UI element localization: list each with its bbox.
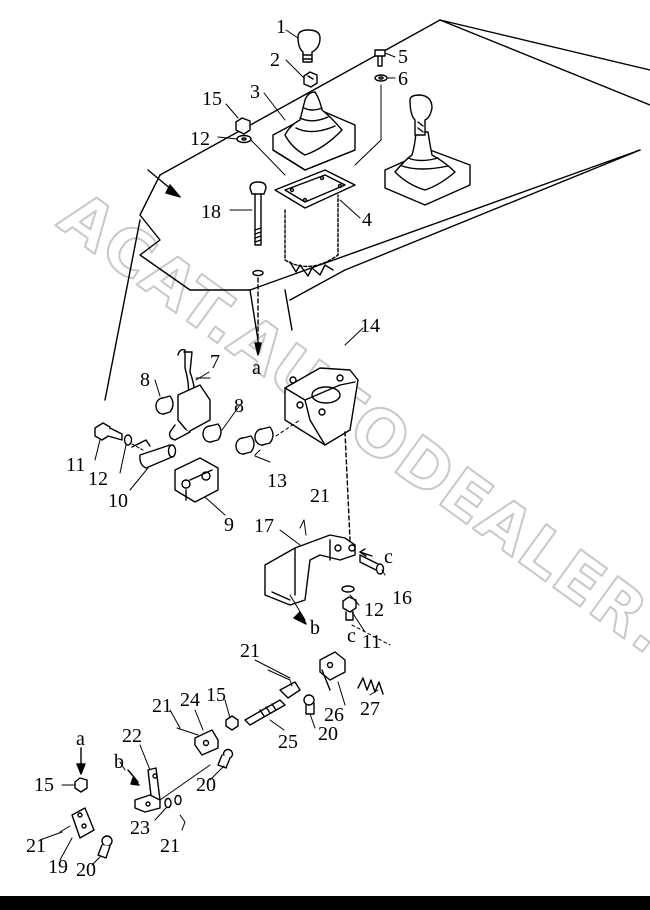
ref-label-c2: c bbox=[347, 625, 356, 647]
clevis-24 bbox=[194, 729, 219, 756]
washer-23 bbox=[164, 794, 182, 809]
console-panel bbox=[104, 19, 650, 401]
callout-21d: 21 bbox=[26, 835, 46, 857]
callout-12c: 12 bbox=[364, 599, 384, 621]
callout-16: 16 bbox=[392, 587, 412, 609]
bracket-19 bbox=[71, 807, 95, 839]
callout-4: 4 bbox=[362, 209, 372, 231]
installed-boot bbox=[384, 94, 471, 206]
rubber-boot bbox=[272, 91, 356, 171]
callout-26: 26 bbox=[324, 704, 344, 726]
callout-24: 24 bbox=[180, 689, 200, 711]
callout-17: 17 bbox=[254, 515, 274, 537]
rod-25 bbox=[244, 681, 301, 726]
clevis-9 bbox=[174, 457, 219, 503]
spring-line bbox=[351, 624, 391, 646]
ref-label-a2: a bbox=[76, 728, 85, 750]
callout-11a: 11 bbox=[66, 454, 85, 476]
callout-6: 6 bbox=[398, 68, 408, 90]
cotter-pin-21-a bbox=[267, 669, 293, 687]
washer-6 bbox=[354, 74, 388, 166]
clevis-26 bbox=[319, 651, 346, 691]
bolt-11-lower bbox=[342, 596, 357, 621]
callout-1: 1 bbox=[276, 16, 286, 38]
lever-knob bbox=[297, 29, 321, 63]
bushing-8-right bbox=[202, 423, 222, 443]
leader-lines bbox=[39, 29, 396, 866]
callout-21e: 21 bbox=[160, 835, 180, 857]
callout-12b: 12 bbox=[88, 468, 108, 490]
callout-25: 25 bbox=[278, 731, 298, 753]
callout-23: 23 bbox=[130, 817, 150, 839]
ref-label-b1: b bbox=[310, 617, 320, 639]
callout-13: 13 bbox=[267, 470, 287, 492]
bolt-5 bbox=[374, 49, 386, 67]
callout-21c: 21 bbox=[152, 695, 172, 717]
lever-22 bbox=[134, 764, 211, 813]
pin-20-bottom bbox=[97, 835, 113, 859]
callout-19: 19 bbox=[48, 856, 68, 878]
callout-22: 22 bbox=[122, 725, 142, 747]
pin-20-mid bbox=[303, 694, 315, 715]
callout-20b: 20 bbox=[196, 774, 216, 796]
callout-11b: 11 bbox=[362, 631, 381, 653]
bolt-18 bbox=[249, 181, 267, 356]
bottom-border bbox=[0, 896, 650, 910]
callout-27: 27 bbox=[360, 698, 380, 720]
pin-10 bbox=[131, 439, 177, 469]
bracket-14 bbox=[284, 367, 359, 541]
ref-arrow-c bbox=[359, 548, 367, 557]
callout-10: 10 bbox=[108, 490, 128, 512]
watermark: ACAT.AUTODEALER.RU bbox=[46, 178, 650, 731]
callout-5: 5 bbox=[398, 46, 408, 68]
ref-label-b2: b bbox=[114, 751, 124, 773]
cotter-pin-21-b bbox=[176, 727, 199, 736]
callout-21b: 21 bbox=[240, 640, 260, 662]
callout-15a: 15 bbox=[202, 88, 222, 110]
ref-arrow-a2 bbox=[76, 763, 86, 775]
callout-7: 7 bbox=[210, 351, 220, 373]
mounting-plate bbox=[274, 169, 356, 209]
cotter-pin-21-d bbox=[59, 825, 71, 833]
bracket-17 bbox=[264, 519, 356, 606]
callout-21a: 21 bbox=[310, 485, 330, 507]
ref-line-b2 bbox=[127, 769, 139, 783]
callout-15c: 15 bbox=[34, 774, 54, 796]
washer-12-lower bbox=[341, 585, 355, 593]
callout-2: 2 bbox=[270, 49, 280, 71]
nut-15-upper bbox=[235, 117, 251, 135]
view-arrow-head bbox=[165, 184, 181, 198]
pin-20-lower bbox=[217, 748, 234, 769]
nut-2 bbox=[303, 71, 318, 88]
lever-housing bbox=[284, 194, 339, 277]
callout-8a: 8 bbox=[140, 369, 150, 391]
ref-arrow-b bbox=[293, 611, 307, 625]
callout-3: 3 bbox=[250, 81, 260, 103]
ref-label-c1: c bbox=[384, 546, 393, 568]
bolt-11-upper bbox=[94, 422, 144, 451]
nut-15-lower bbox=[74, 777, 88, 793]
spring-27 bbox=[357, 677, 384, 695]
callout-12a: 12 bbox=[190, 128, 210, 150]
cotter-pin-21-c bbox=[179, 814, 186, 831]
bushing-13 bbox=[235, 419, 301, 463]
ref-label-a1: a bbox=[252, 357, 261, 379]
ref-arrow-b2 bbox=[130, 777, 140, 786]
callout-18: 18 bbox=[201, 201, 221, 223]
callout-9: 9 bbox=[224, 514, 234, 536]
bushing-8-left bbox=[155, 395, 174, 415]
bolt-16 bbox=[359, 554, 385, 575]
callout-14: 14 bbox=[360, 315, 380, 337]
callout-15b: 15 bbox=[206, 684, 226, 706]
callout-20c: 20 bbox=[76, 859, 96, 881]
callout-20a: 20 bbox=[318, 723, 338, 745]
nut-15-mid bbox=[225, 715, 239, 731]
lever-7 bbox=[168, 348, 211, 441]
callout-8b: 8 bbox=[234, 395, 244, 417]
